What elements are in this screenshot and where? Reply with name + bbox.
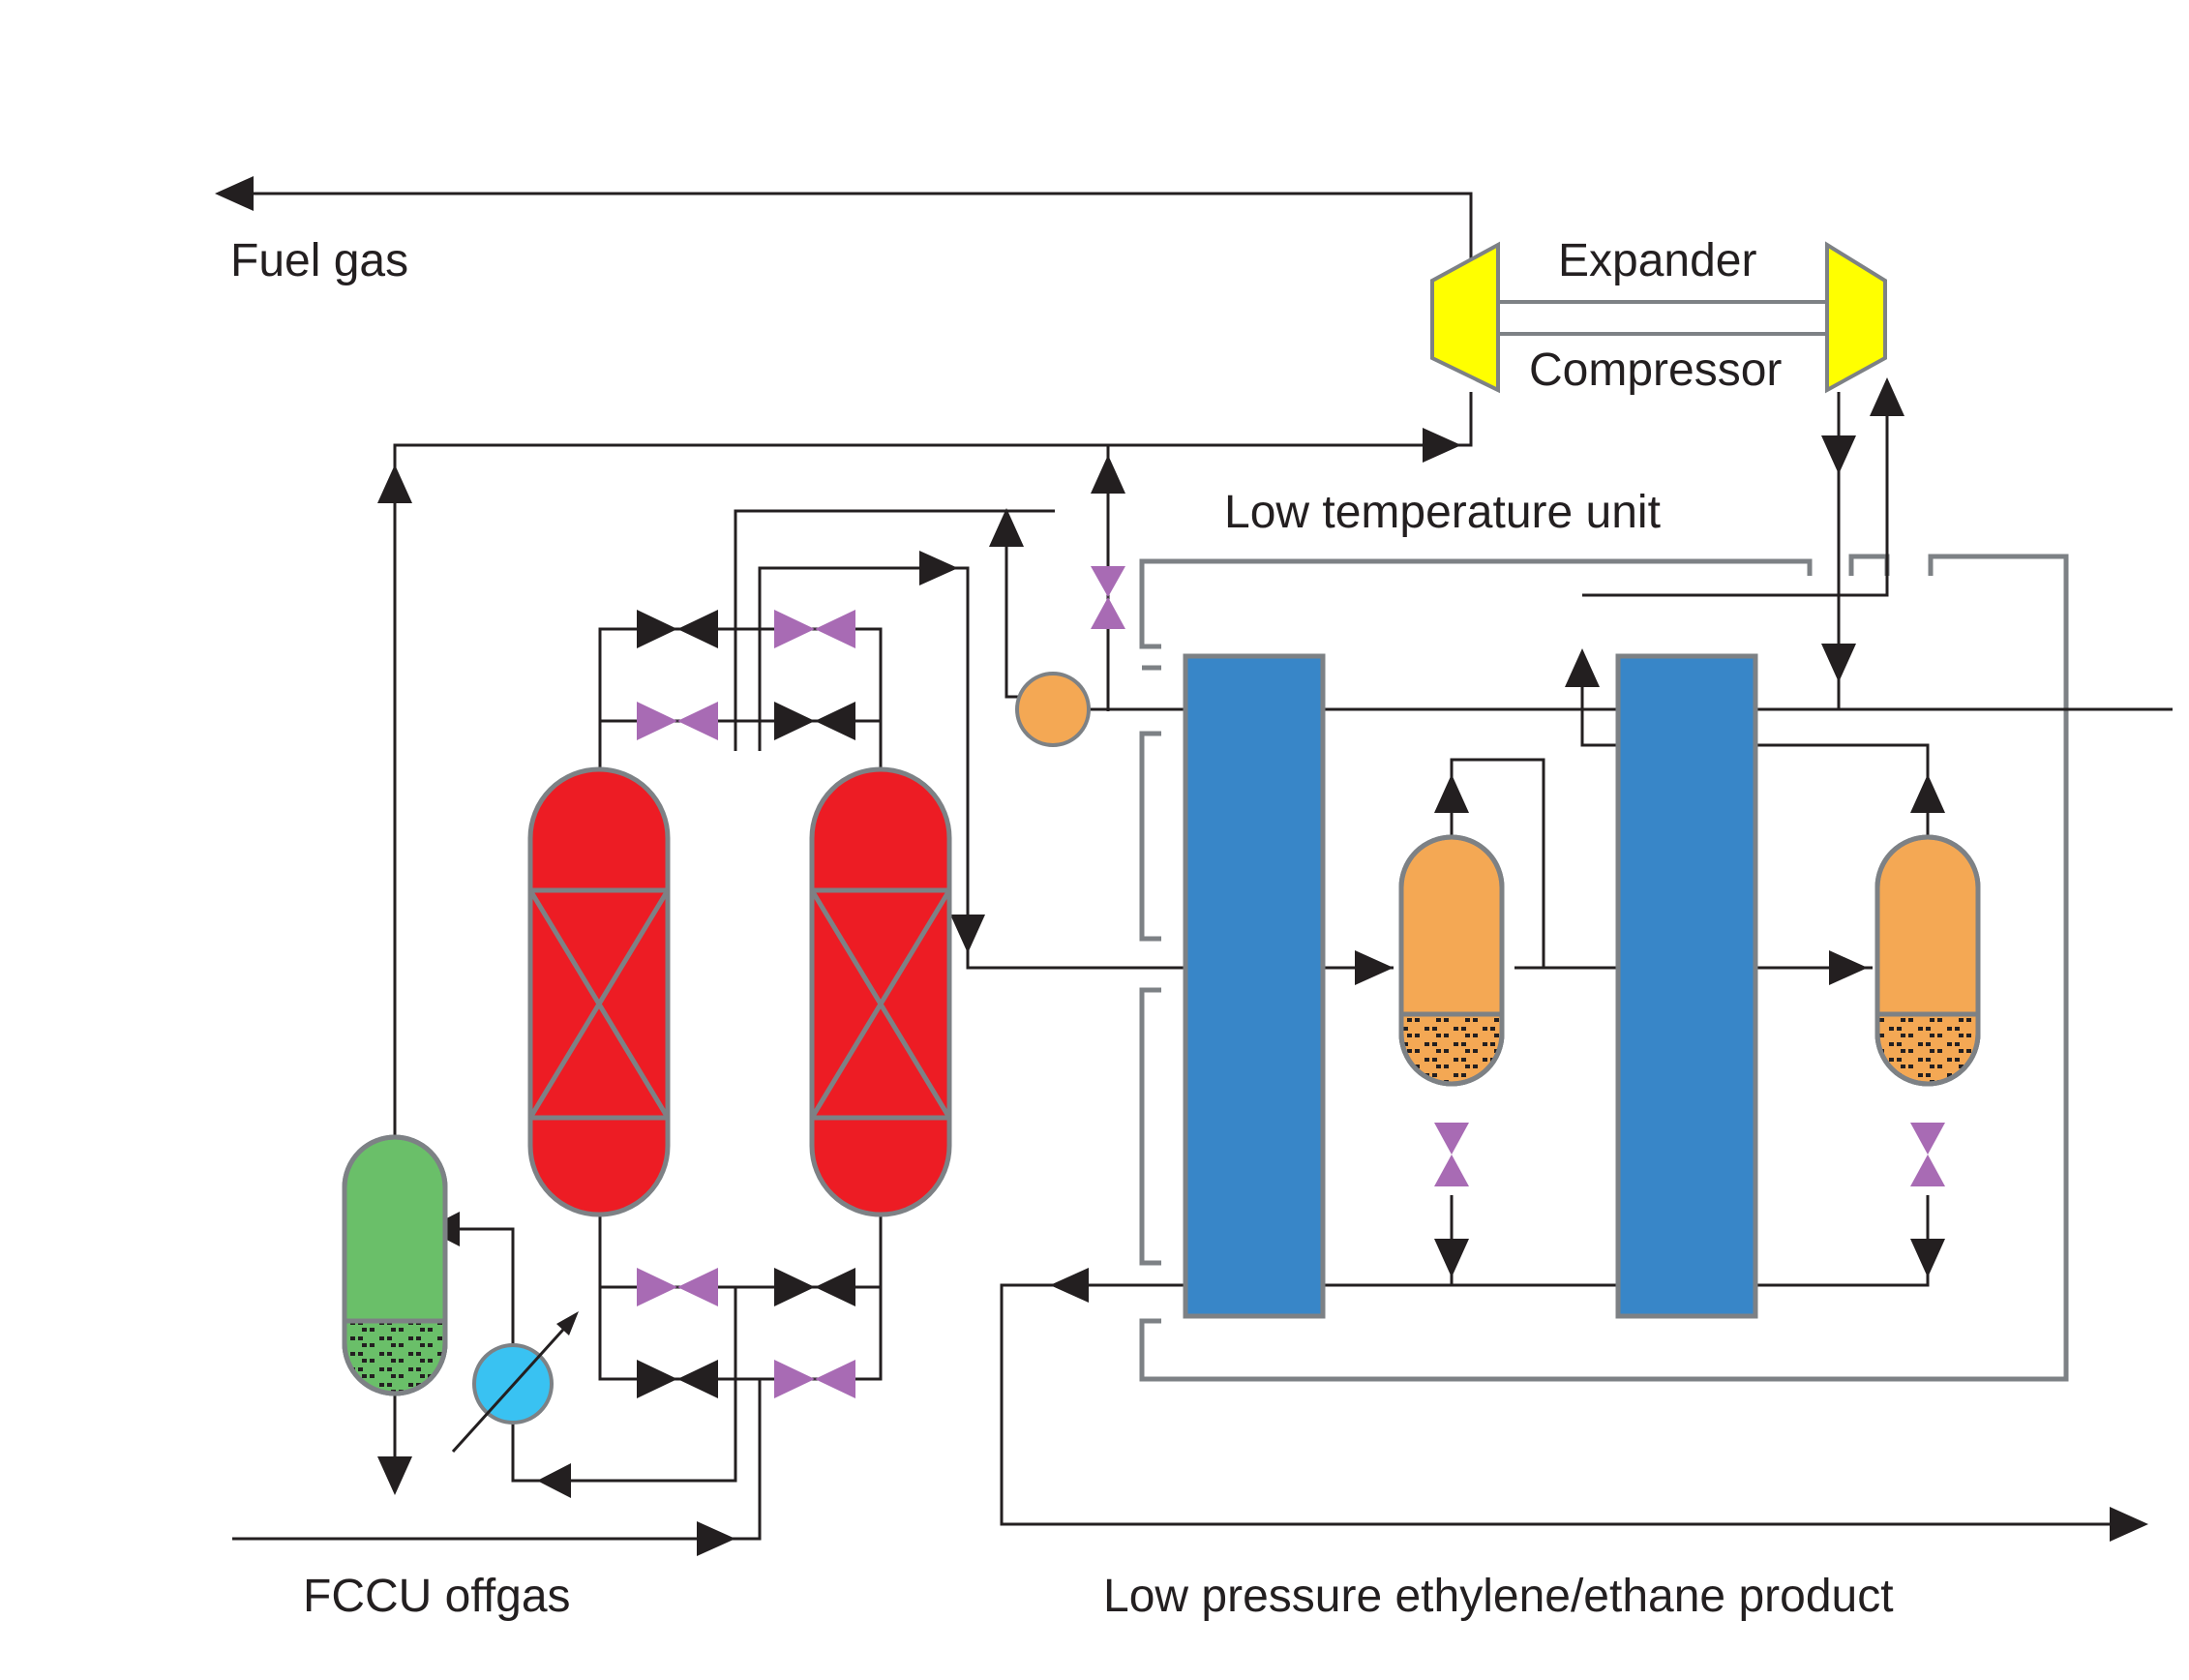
- butterfly-valve-icon: [1434, 1123, 1469, 1186]
- turboexpander: [1430, 241, 1887, 394]
- cooler-icon: [451, 1311, 579, 1454]
- butterfly-valve-icon: [774, 702, 855, 740]
- separator-1: [1398, 834, 1505, 1087]
- knockout-drum: [342, 1134, 448, 1396]
- adsorber-2: [809, 766, 952, 1217]
- fccu-offgas-label: FCCU offgas: [303, 1571, 571, 1622]
- compressor-icon: [1825, 241, 1887, 394]
- butterfly-valve-icon: [774, 610, 855, 648]
- compressor-label: Compressor: [1529, 345, 1782, 396]
- heat-exchanger-2: [1615, 653, 1758, 1319]
- butterfly-valve-icon: [637, 1268, 718, 1306]
- separator-2: [1874, 834, 1981, 1087]
- butterfly-valve-icon: [774, 1360, 855, 1398]
- adsorber-1: [527, 766, 671, 1217]
- butterfly-valve-icon: [1091, 566, 1125, 629]
- fuel-gas-label: Fuel gas: [230, 235, 408, 286]
- butterfly-valve-icon: [637, 702, 718, 740]
- expander-icon: [1430, 241, 1500, 394]
- expander-label: Expander: [1558, 235, 1756, 286]
- product-label: Low pressure ethylene/ethane product: [1103, 1571, 1894, 1622]
- butterfly-valve-icon: [1910, 1123, 1945, 1186]
- butterfly-valve-icon: [774, 1268, 855, 1306]
- pump-icon: [1015, 672, 1091, 747]
- low-temperature-unit-label: Low temperature unit: [1224, 487, 1661, 538]
- low-temperature-unit-enclosure: [1139, 554, 2069, 1382]
- butterfly-valve-icon: [637, 1360, 718, 1398]
- butterfly-valve-icon: [637, 610, 718, 648]
- heat-exchanger-1: [1183, 653, 1326, 1319]
